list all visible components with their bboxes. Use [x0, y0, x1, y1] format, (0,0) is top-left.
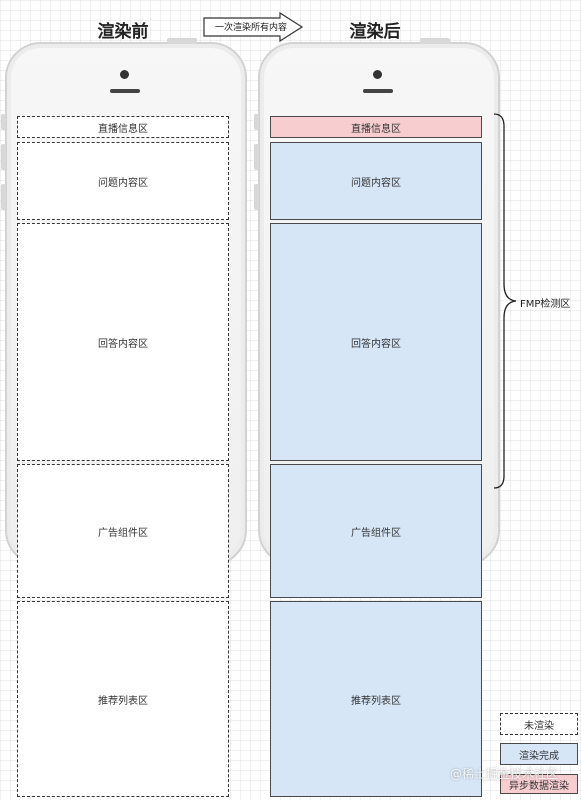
arrow-label: 一次渲染所有内容	[214, 23, 287, 33]
arrow-right-icon	[203, 11, 304, 43]
zone-question-after: 问题内容区	[270, 142, 482, 220]
speaker-grille	[110, 89, 140, 93]
mute-switch	[1, 114, 6, 130]
speaker-grille	[363, 89, 393, 93]
zone-question-before: 问题内容区	[17, 142, 229, 220]
legend-async: 异步数据渲染	[500, 774, 578, 794]
watermark: @稀土掘金技术社区	[450, 767, 559, 781]
mute-switch	[254, 114, 259, 130]
volume-down-button	[1, 184, 6, 210]
power-button	[420, 38, 450, 44]
camera-icon	[373, 70, 382, 79]
legend-unrendered: 未渲染	[500, 713, 578, 735]
fmp-label: FMP检测区	[520, 299, 571, 310]
zone-live-after: 直播信息区	[270, 116, 482, 138]
camera-icon	[120, 70, 129, 79]
fmp-brace-icon	[493, 113, 517, 489]
zone-recommend-after: 推荐列表区	[270, 601, 482, 797]
heading-after: 渲染后	[349, 22, 401, 42]
power-button	[167, 38, 197, 44]
legend-rendered: 渲染完成	[500, 743, 578, 765]
zone-recommend-before: 推荐列表区	[17, 601, 229, 797]
arrow-connector: 一次渲染所有内容	[202, 11, 304, 46]
zone-ad-before: 广告组件区	[17, 464, 229, 598]
heading-before: 渲染前	[97, 22, 149, 42]
zone-answer-before: 回答内容区	[17, 223, 229, 461]
volume-up-button	[1, 144, 6, 170]
volume-down-button	[254, 184, 259, 210]
zone-live-before: 直播信息区	[17, 116, 229, 138]
zone-ad-after: 广告组件区	[270, 464, 482, 598]
volume-up-button	[254, 144, 259, 170]
zone-answer-after: 回答内容区	[270, 223, 482, 461]
